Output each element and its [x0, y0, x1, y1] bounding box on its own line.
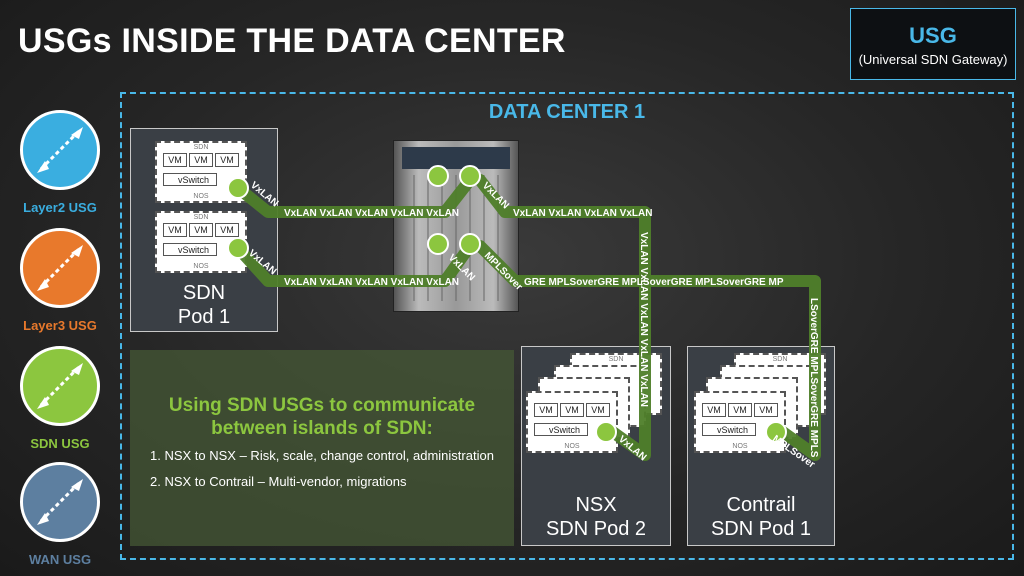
sdn-usg-icon [20, 346, 100, 426]
sdn-card: VM VM VM vSwitch NOS [526, 391, 618, 453]
nos-tag: NOS [732, 443, 748, 450]
vm-box: VM [163, 153, 187, 167]
legend-label: Layer3 USG [23, 318, 97, 333]
vm-box: VM [215, 153, 239, 167]
usg-node [227, 237, 249, 259]
usg-node [595, 421, 617, 443]
info-panel: Using SDN USGs to communicate between is… [130, 350, 514, 546]
info-heading: Using SDN USGs to communicate between is… [130, 394, 514, 440]
vm-box: VM [586, 403, 610, 417]
vm-box: VM [215, 223, 239, 237]
pod-label-line2: SDN Pod 1 [710, 518, 812, 540]
legend-sdn-usg: SDN USG [18, 346, 102, 451]
tunnel-label: VxLAN VxLAN VxLAN VxLAN VxLAN [638, 232, 649, 407]
legend-label: Layer2 USG [23, 200, 97, 215]
pod-label-line1: Contrail [726, 494, 796, 516]
pod-label-line2: Pod 1 [177, 306, 231, 328]
vxlan-tunnel-3 [232, 240, 476, 287]
sdn-card: SDN VM VM VM vSwitch NOS [155, 211, 247, 273]
vm-box: VM [754, 403, 778, 417]
info-list: 1. NSX to NSX – Risk, scale, change cont… [150, 448, 500, 500]
layer3-usg-icon [20, 228, 100, 308]
tunnel-label: VxLAN VxLAN VxLAN VxLAN [513, 208, 652, 219]
usg-node [427, 165, 449, 187]
vm-box: VM [189, 153, 213, 167]
vswitch: vSwitch [702, 423, 756, 436]
legend-layer3-usg: Layer3 USG [18, 228, 102, 333]
tunnel-label: VxLAN VxLAN VxLAN VxLAN VxLAN [284, 277, 459, 288]
tunnel-label: MPLSover [482, 250, 524, 292]
nos-tag: NOS [564, 443, 580, 450]
usg-node [459, 165, 481, 187]
contrail-sdn-pod-1: SDN VM VM VM vSwitch NOS Contrail SDN Po… [687, 346, 835, 546]
vm-box: VM [702, 403, 726, 417]
pod-label-line2: SDN Pod 2 [545, 518, 647, 540]
mpls-tunnel [474, 240, 821, 461]
vswitch: vSwitch [534, 423, 588, 436]
vm-box: VM [534, 403, 558, 417]
vxlan-tunnel-1 [232, 174, 476, 218]
usg-node [459, 233, 481, 255]
vm-box: VM [189, 223, 213, 237]
sdn-tag: SDN [193, 214, 209, 221]
wan-usg-icon [20, 462, 100, 542]
tunnel-label: VxLAN VxLAN VxLAN VxLAN VxLAN [284, 208, 459, 219]
info-heading-line2: between islands of SDN: [211, 418, 433, 439]
sdn-tag: SDN [193, 144, 209, 151]
sdn-tag: SDN [608, 356, 624, 363]
tunnel-label: LSoverGRE MPLSoverGRE MPLS [808, 298, 819, 458]
pod-label-line1: SDN [182, 282, 226, 304]
vm-box: VM [560, 403, 584, 417]
data-center-frame [120, 92, 1014, 560]
vxlan-tunnel-2 [474, 174, 651, 461]
page-title: USGs INSIDE THE DATA CENTER [18, 22, 566, 60]
sdn-tag: SDN [772, 356, 788, 363]
sdn-pod-1: SDN VM VM VM vSwitch NOS SDN VM VM VM vS… [130, 128, 278, 332]
layer2-usg-icon [20, 110, 100, 190]
list-item: 2. NSX to Contrail – Multi-vendor, migra… [150, 474, 407, 489]
usg-box-title: USG [909, 23, 957, 48]
legend-wan-usg: WAN USG [18, 462, 102, 567]
usg-node [227, 177, 249, 199]
info-heading-line1: Using SDN USGs to communicate [168, 395, 476, 416]
vm-box: VM [163, 223, 187, 237]
data-center-title: DATA CENTER 1 [488, 101, 646, 123]
vm-box: VM [728, 403, 752, 417]
usg-definition-box: USG (Universal SDN Gateway) [850, 8, 1016, 80]
tunnel-label: GRE MPLSoverGRE MPLSoverGRE MPLSoverGRE … [524, 277, 784, 288]
usg-node [427, 233, 449, 255]
vswitch: vSwitch [163, 173, 217, 186]
nos-tag: NOS [193, 193, 209, 200]
sdn-card: VM VM VM vSwitch NOS [694, 391, 786, 453]
list-item: 1. NSX to NSX – Risk, scale, change cont… [150, 448, 494, 463]
legend-label: SDN USG [30, 436, 90, 451]
nos-tag: NOS [193, 263, 209, 270]
legend-layer2-usg: Layer2 USG [18, 110, 102, 215]
usg-box-subtitle: (Universal SDN Gateway) [858, 52, 1008, 67]
usg-node [765, 421, 787, 443]
legend-label: WAN USG [28, 552, 92, 567]
pod-label-line1: NSX [575, 494, 617, 516]
vswitch: vSwitch [163, 243, 217, 256]
